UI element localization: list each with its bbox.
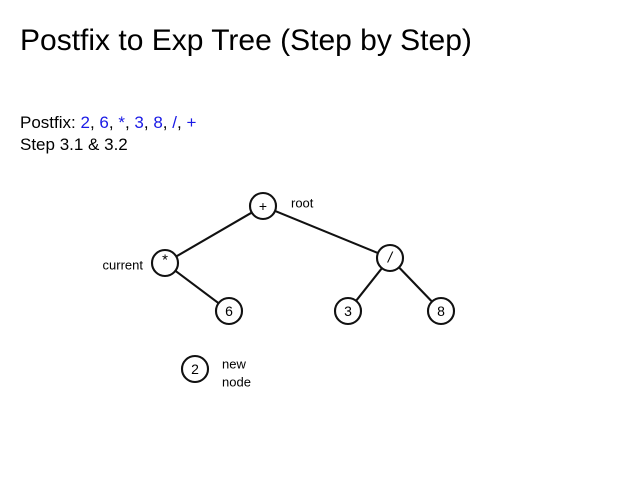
tree-node-circle: [180, 354, 210, 384]
postfix-token: +: [186, 113, 197, 132]
postfix-token-list: 2, 6, *, 3, 8, /, +: [80, 113, 196, 132]
tree-node-circle: [248, 191, 278, 221]
tree-node-label: *: [162, 252, 168, 269]
tree-node-label: 2: [191, 361, 199, 377]
tree-edge: [174, 269, 220, 305]
root-annotation: root: [291, 196, 314, 211]
postfix-separator: ,: [143, 113, 154, 132]
tree-edge: [273, 209, 380, 255]
tree-node[interactable]: *: [150, 248, 180, 278]
tree-node-circle: [214, 296, 244, 326]
tree-annotation-layer: root current new node: [103, 196, 314, 390]
tree-node[interactable]: 8: [426, 296, 456, 326]
postfix-token: 3: [134, 113, 144, 132]
tree-node-label: +: [259, 198, 267, 214]
tree-node-circle: [333, 296, 363, 326]
tree-node-label: /: [387, 250, 394, 267]
postfix-token: *: [118, 113, 125, 132]
tree-edge-layer: [174, 209, 434, 305]
tree-node-label: 8: [437, 303, 445, 319]
tree-edge: [175, 211, 253, 258]
postfix-token: 6: [99, 113, 109, 132]
tree-edge: [397, 266, 434, 303]
postfix-token: 2: [80, 113, 90, 132]
tree-node[interactable]: +: [248, 191, 278, 221]
tree-node[interactable]: 3: [333, 296, 363, 326]
postfix-separator: ,: [176, 113, 187, 132]
tree-node[interactable]: 6: [214, 296, 244, 326]
postfix-token: 8: [153, 113, 163, 132]
postfix-line: Postfix: 2, 6, *, 3, 8, /, +: [20, 112, 196, 134]
tree-node-circle: [375, 243, 405, 273]
step-line: Step 3.1 & 3.2: [20, 135, 128, 154]
postfix-separator: ,: [108, 113, 119, 132]
tree-node-label: 6: [225, 303, 233, 319]
postfix-separator: ,: [89, 113, 100, 132]
tree-node-circle: [426, 296, 456, 326]
tree-node-label: 3: [344, 303, 352, 319]
new-node-annotation-line1: new: [222, 357, 246, 372]
postfix-separator: ,: [162, 113, 173, 132]
postfix-separator: ,: [124, 113, 135, 132]
postfix-label: Postfix:: [20, 113, 76, 132]
new-node-annotation-line2: node: [222, 375, 251, 390]
tree-edge: [355, 267, 383, 302]
postfix-token: /: [172, 113, 177, 132]
page-title: Postfix to Exp Tree (Step by Step): [20, 24, 472, 57]
tree-node[interactable]: 2: [180, 354, 210, 384]
description-text-block: Postfix: 2, 6, *, 3, 8, /, + Step 3.1 & …: [20, 112, 196, 156]
current-annotation: current: [103, 258, 144, 273]
tree-node-layer: + * / 6 3 8 2: [150, 191, 456, 384]
tree-node[interactable]: /: [375, 243, 405, 273]
tree-node-circle: [150, 248, 180, 278]
